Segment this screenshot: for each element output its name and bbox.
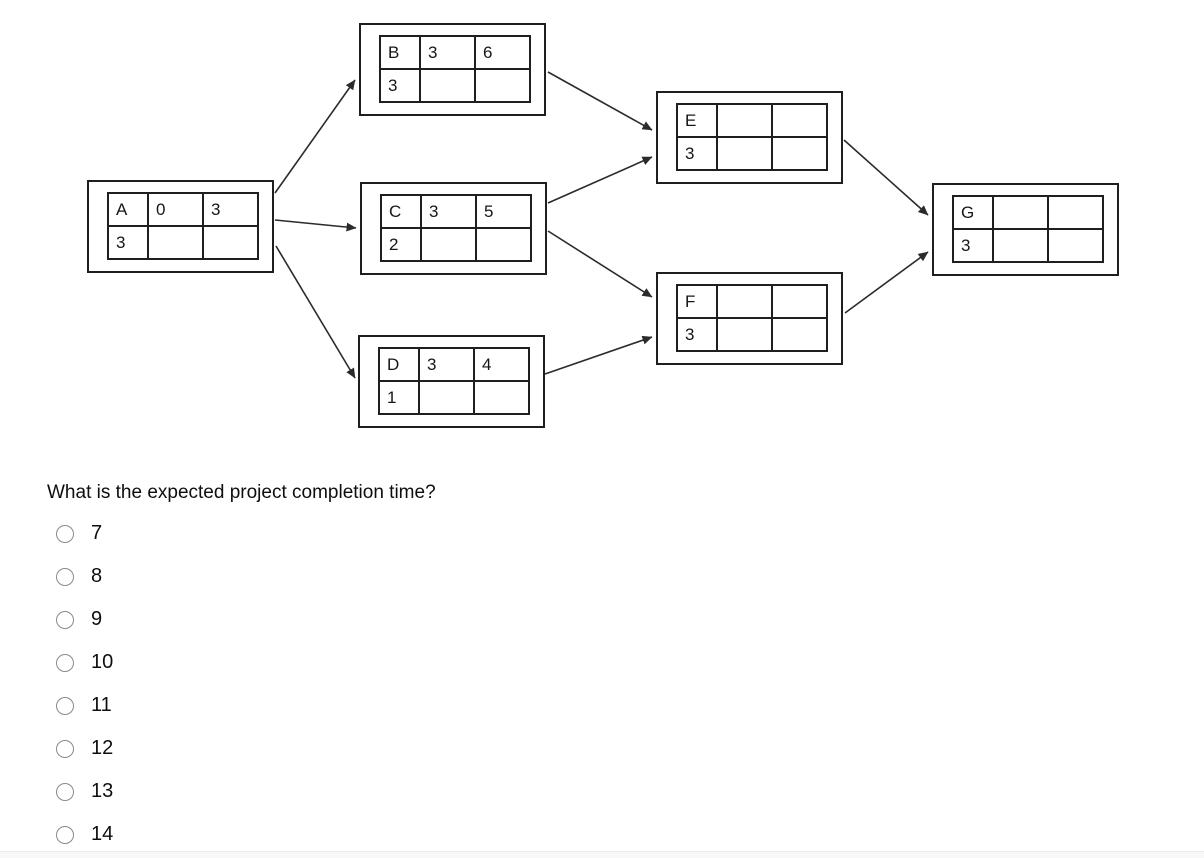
radio-option-9[interactable]: 9 <box>56 598 113 641</box>
option-label: 13 <box>91 780 114 802</box>
node-cell <box>474 68 531 103</box>
node-cell <box>419 68 476 103</box>
radio-button-icon[interactable] <box>56 524 74 543</box>
radio-button-icon[interactable] <box>56 653 74 672</box>
option-label: 9 <box>91 608 103 630</box>
node-cell <box>716 136 773 171</box>
option-label: 12 <box>91 737 114 759</box>
edge-E-G <box>843 139 929 216</box>
question-text: What is the expected project completion … <box>47 482 436 503</box>
edge-C-E <box>547 156 653 204</box>
radio-button-icon[interactable] <box>56 610 74 629</box>
node-B: B 3 6 3 <box>359 23 546 116</box>
radio-option-11[interactable]: 11 <box>56 684 113 727</box>
node-A: A 0 3 3 <box>87 180 274 273</box>
node-F: F 3 <box>656 272 843 365</box>
node-cell: 1 <box>378 380 420 415</box>
edge-F-G <box>844 251 929 314</box>
edge-D-F <box>544 335 653 375</box>
node-cell: G <box>952 195 994 230</box>
node-D: D 3 4 1 <box>358 335 545 428</box>
node-cell: 5 <box>475 194 532 229</box>
node-cell <box>771 317 828 352</box>
node-cell: 3 <box>420 194 477 229</box>
answer-options: 7 8 9 10 11 12 13 14 <box>56 512 113 856</box>
node-cell <box>716 284 773 319</box>
edge-B-E <box>547 71 653 131</box>
option-label: 11 <box>91 694 112 716</box>
edge-A-D <box>275 245 356 379</box>
node-E: E 3 <box>656 91 843 184</box>
option-label: 7 <box>91 522 103 544</box>
radio-option-8[interactable]: 8 <box>56 555 113 598</box>
node-cell <box>1047 195 1104 230</box>
node-cell: A <box>107 192 149 227</box>
node-cell: E <box>676 103 718 138</box>
node-G-table: G 3 <box>952 195 1104 263</box>
node-cell: 0 <box>147 192 204 227</box>
node-cell <box>716 317 773 352</box>
node-cell: 3 <box>952 228 994 263</box>
node-cell: D <box>378 347 420 382</box>
node-cell <box>771 136 828 171</box>
node-A-table: A 0 3 3 <box>107 192 259 260</box>
option-label: 14 <box>91 823 114 845</box>
node-cell: 6 <box>474 35 531 70</box>
node-cell <box>420 227 477 262</box>
radio-option-14[interactable]: 14 <box>56 813 113 856</box>
node-cell: 2 <box>380 227 422 262</box>
edge-A-C <box>274 219 357 232</box>
node-cell: C <box>380 194 422 229</box>
node-cell: 3 <box>419 35 476 70</box>
node-cell <box>147 225 204 260</box>
project-network-diagram: A 0 3 3 B 3 6 3 <box>87 23 1119 428</box>
radio-button-icon[interactable] <box>56 567 74 586</box>
node-cell <box>473 380 530 415</box>
node-cell: F <box>676 284 718 319</box>
edge-A-B <box>274 79 356 194</box>
node-cell <box>418 380 475 415</box>
radio-button-icon[interactable] <box>56 739 74 758</box>
radio-option-13[interactable]: 13 <box>56 770 113 813</box>
bottom-divider <box>0 851 1204 858</box>
node-G: G 3 <box>932 183 1119 276</box>
node-cell <box>771 284 828 319</box>
radio-option-7[interactable]: 7 <box>56 512 113 555</box>
radio-option-12[interactable]: 12 <box>56 727 113 770</box>
option-label: 8 <box>91 565 103 587</box>
node-cell <box>716 103 773 138</box>
node-C: C 3 5 2 <box>360 182 547 275</box>
option-label: 10 <box>91 651 114 673</box>
radio-button-icon[interactable] <box>56 825 74 844</box>
node-cell: 3 <box>676 136 718 171</box>
node-F-table: F 3 <box>676 284 828 352</box>
node-cell <box>475 227 532 262</box>
node-cell: 3 <box>379 68 421 103</box>
node-cell: 3 <box>107 225 149 260</box>
node-D-table: D 3 4 1 <box>378 347 530 415</box>
node-cell: 3 <box>418 347 475 382</box>
radio-option-10[interactable]: 10 <box>56 641 113 684</box>
node-cell <box>1047 228 1104 263</box>
node-cell <box>992 195 1049 230</box>
radio-button-icon[interactable] <box>56 696 74 715</box>
node-cell: 3 <box>202 192 259 227</box>
node-cell: 3 <box>676 317 718 352</box>
radio-button-icon[interactable] <box>56 782 74 801</box>
node-C-table: C 3 5 2 <box>380 194 532 262</box>
node-cell <box>202 225 259 260</box>
edge-C-F <box>547 230 653 298</box>
node-cell <box>771 103 828 138</box>
node-E-table: E 3 <box>676 103 828 171</box>
node-B-table: B 3 6 3 <box>379 35 531 103</box>
node-cell: 4 <box>473 347 530 382</box>
node-cell: B <box>379 35 421 70</box>
node-cell <box>992 228 1049 263</box>
